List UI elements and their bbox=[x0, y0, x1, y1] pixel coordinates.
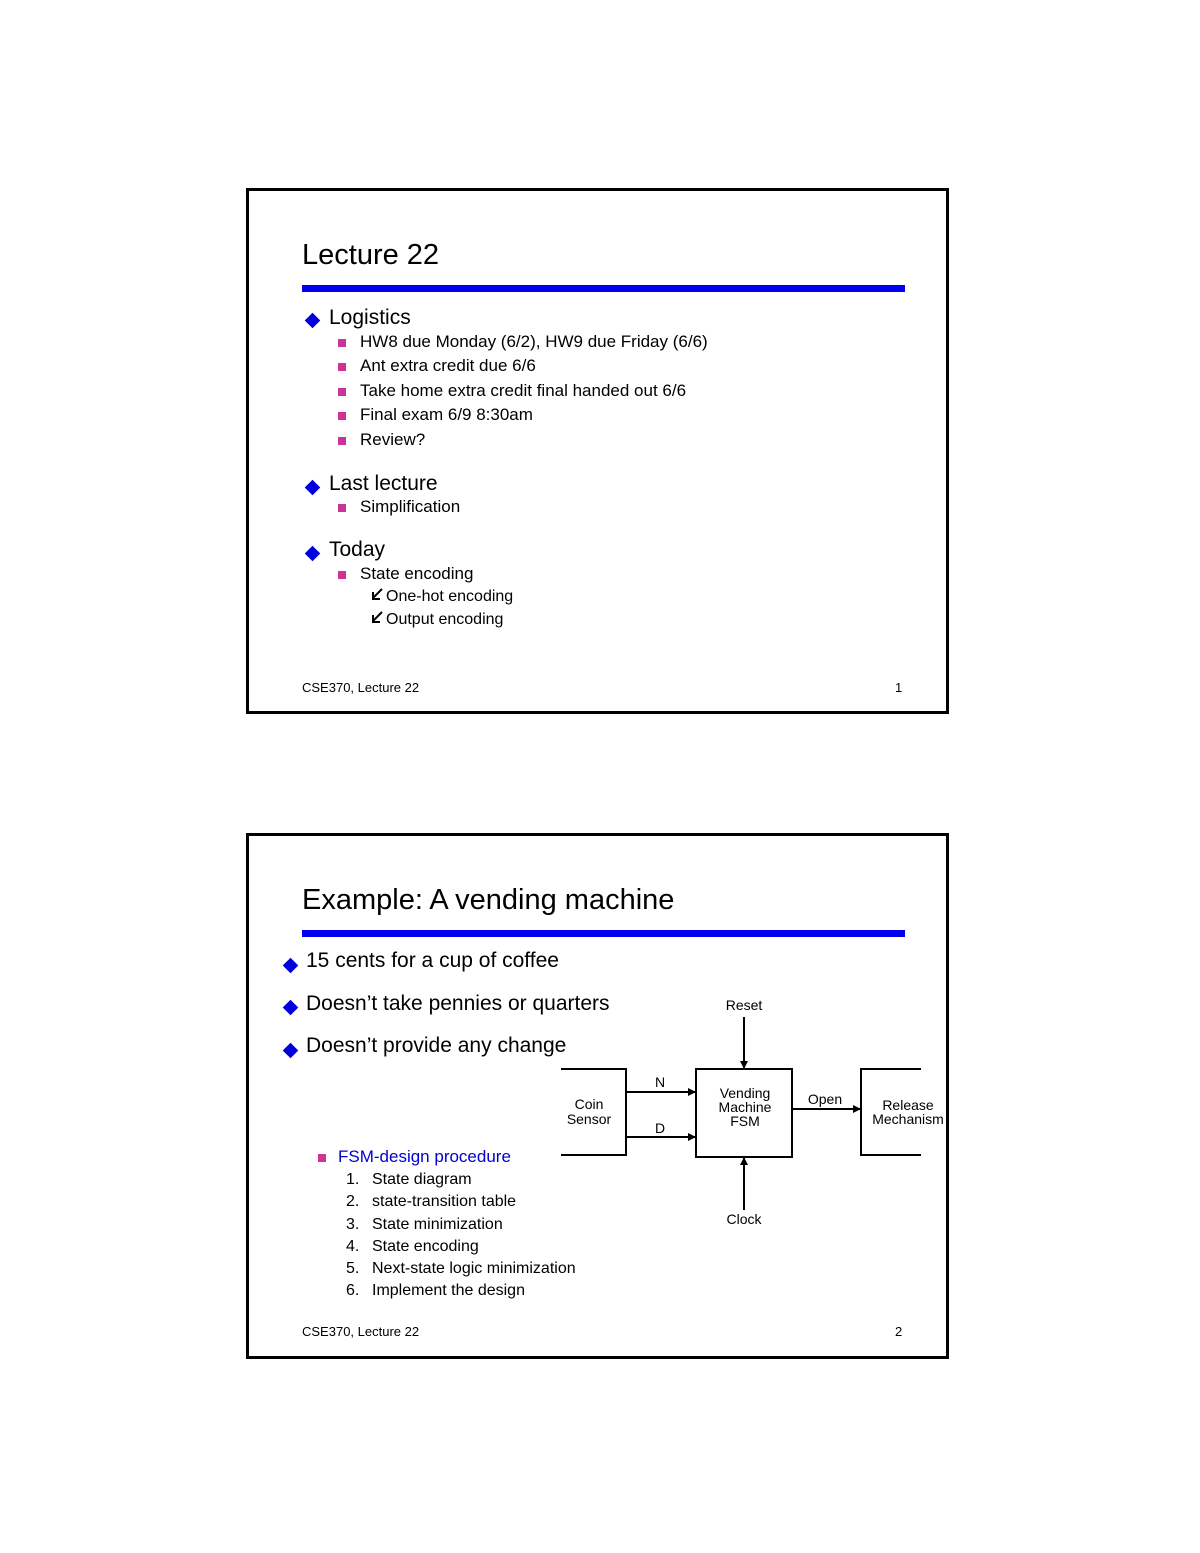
list-item: Final exam 6/9 8:30am bbox=[360, 405, 533, 424]
square-bullet-icon bbox=[338, 339, 346, 347]
square-bullet-icon bbox=[338, 412, 346, 420]
n-signal-label: N bbox=[655, 1074, 665, 1090]
coin-sensor-box bbox=[561, 1068, 627, 1156]
sub-list-item: Output encoding bbox=[386, 611, 504, 628]
square-bullet-icon bbox=[338, 437, 346, 445]
procedure-step: 5.Next-state logic minimization bbox=[346, 1260, 576, 1278]
square-bullet-icon bbox=[338, 571, 346, 579]
clock-label: Clock bbox=[726, 1211, 762, 1227]
bullet-text: 15 cents for a cup of coffee bbox=[306, 949, 559, 972]
bullet-text: Doesn’t provide any change bbox=[306, 1034, 567, 1057]
open-signal-label: Open bbox=[808, 1091, 842, 1107]
fsm-label: Vending bbox=[720, 1085, 771, 1101]
procedure-step: 1.State diagram bbox=[346, 1171, 472, 1188]
vending-machine-block-diagram: Coin Sensor N D Vending Machine FSM Rese… bbox=[561, 997, 944, 1227]
diamond-bullet-icon bbox=[304, 545, 321, 562]
procedure-step: 6.Implement the design bbox=[346, 1282, 525, 1300]
footer-course: CSE370, Lecture 22 bbox=[302, 1324, 420, 1339]
square-bullet-icon bbox=[338, 388, 346, 396]
page-number: 2 bbox=[895, 1324, 903, 1339]
section-heading-logistics: Logistics bbox=[329, 306, 411, 329]
title-rule bbox=[302, 285, 905, 292]
section-heading-today: Today bbox=[329, 538, 386, 561]
procedure-step: 3.State minimization bbox=[346, 1215, 503, 1233]
fsm-label: Machine bbox=[719, 1099, 772, 1115]
check-arrow-icon bbox=[370, 611, 384, 630]
title-rule bbox=[302, 930, 905, 937]
list-item: HW8 due Monday (6/2), HW9 due Friday (6/… bbox=[360, 332, 708, 351]
list-item: Simplification bbox=[360, 497, 461, 516]
diamond-bullet-icon bbox=[304, 312, 321, 329]
diamond-bullet-icon bbox=[304, 479, 321, 496]
procedure-step: 2.state-transition table bbox=[346, 1193, 517, 1211]
page-number: 1 bbox=[895, 680, 903, 695]
release-mechanism-label: Release bbox=[882, 1097, 934, 1113]
check-arrow-icon bbox=[370, 588, 384, 607]
list-item: Take home extra credit final handed out … bbox=[360, 381, 687, 400]
slide-title: Lecture 22 bbox=[302, 239, 440, 271]
procedure-list: 1.State diagram 2.state-transition table… bbox=[346, 1169, 576, 1303]
coin-sensor-label: Sensor bbox=[567, 1111, 612, 1127]
reset-label: Reset bbox=[726, 997, 763, 1013]
list-item: Review? bbox=[360, 430, 426, 449]
fsm-label: FSM bbox=[730, 1113, 760, 1129]
procedure-heading: FSM-design procedure bbox=[338, 1147, 511, 1166]
footer-course: CSE370, Lecture 22 bbox=[302, 680, 420, 695]
square-bullet-icon bbox=[338, 363, 346, 371]
procedure-step: 4.State encoding bbox=[346, 1237, 479, 1255]
release-mechanism-box bbox=[860, 1068, 921, 1156]
square-bullet-icon bbox=[338, 504, 346, 512]
list-item: State encoding bbox=[360, 564, 474, 583]
slide-title: Example: A vending machine bbox=[302, 884, 675, 916]
section-heading-last-lecture: Last lecture bbox=[329, 472, 438, 495]
bullet-text: Doesn’t take pennies or quarters bbox=[306, 992, 610, 1015]
release-mechanism-label: Mechanism bbox=[872, 1111, 944, 1127]
list-item: Ant extra credit due 6/6 bbox=[360, 356, 536, 375]
d-signal-label: D bbox=[655, 1120, 665, 1136]
slide-2: Example: A vending machine 15 cents for … bbox=[246, 833, 949, 1359]
square-bullet-icon bbox=[318, 1154, 326, 1162]
slide-1: Lecture 22 Logistics HW8 due Monday (6/2… bbox=[246, 188, 949, 714]
coin-sensor-label: Coin bbox=[575, 1096, 604, 1112]
sub-list-item: One-hot encoding bbox=[386, 588, 514, 605]
